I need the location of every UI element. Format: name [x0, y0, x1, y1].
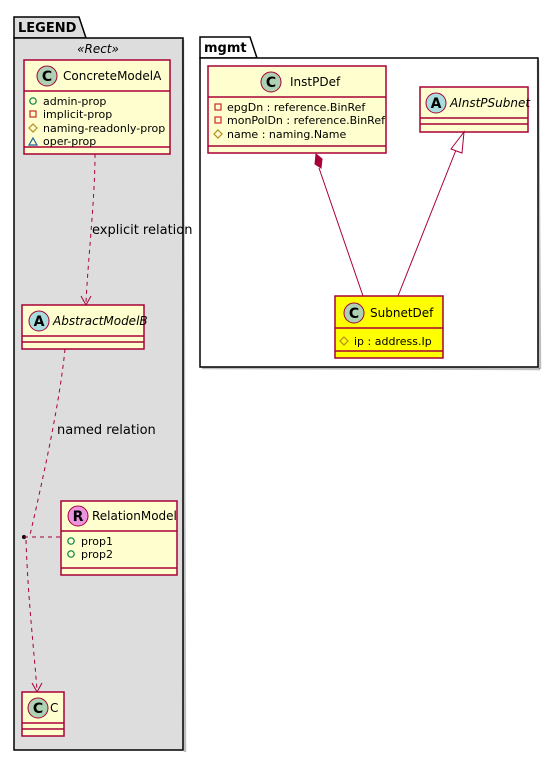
- svg-text:R: R: [73, 509, 84, 525]
- attr-implicit-prop: implicit-prop: [29, 108, 112, 121]
- svg-text:ip : address.Ip: ip : address.Ip: [354, 335, 432, 348]
- svg-text:C: C: [42, 69, 52, 85]
- abstract-badge-icon: A: [425, 92, 447, 114]
- class-name: SubnetDef: [370, 306, 434, 320]
- attr-admin-prop: admin-prop: [29, 95, 106, 108]
- class-badge-icon: C: [260, 71, 282, 93]
- class-badge-icon: C: [343, 302, 365, 324]
- attr-prop1: prop1: [67, 535, 113, 548]
- mgmt-package-title: mgmt: [204, 41, 247, 56]
- class-badge-icon: C: [36, 65, 58, 87]
- class-name: AbstractModelB: [52, 314, 148, 328]
- attr-oper-prop: oper-prop: [27, 135, 96, 148]
- attr-ip: ip : address.Ip: [339, 335, 432, 348]
- edge-generalization: [397, 130, 465, 297]
- svg-text:C: C: [349, 306, 359, 322]
- svg-text:naming-readonly-prop: naming-readonly-prop: [43, 122, 165, 135]
- legend-package-title: LEGEND: [18, 21, 77, 36]
- svg-text:C: C: [266, 75, 276, 91]
- abstract-badge-icon: A: [28, 310, 50, 332]
- class-abstract-model-b[interactable]: A AbstractModelB: [21, 304, 148, 350]
- legend-package-body: [13, 37, 184, 751]
- relation-badge-icon: R: [67, 505, 89, 527]
- edge-label-named-relation: named relation: [57, 423, 156, 438]
- class-name: AInstPSubnet: [449, 96, 531, 110]
- svg-text:admin-prop: admin-prop: [43, 95, 106, 108]
- class-instpdef[interactable]: C InstPDef epgDn : reference.BinRef monP…: [207, 65, 387, 154]
- svg-text:A: A: [431, 96, 442, 112]
- attr-name: name : naming.Name: [213, 128, 347, 141]
- svg-text:monPolDn : reference.BinRef: monPolDn : reference.BinRef: [227, 114, 386, 127]
- svg-text:A: A: [34, 314, 45, 330]
- svg-text:C: C: [33, 701, 43, 717]
- class-name: ConcreteModelA: [63, 69, 162, 83]
- edge-named-relation: named relation: [22, 348, 156, 694]
- edge-explicit-relation: explicit relation: [80, 153, 192, 307]
- edge-composition: [314, 153, 364, 297]
- class-name: InstPDef: [290, 75, 341, 89]
- svg-text:oper-prop: oper-prop: [43, 135, 96, 148]
- attr-naming-readonly-prop: naming-readonly-prop: [28, 122, 165, 135]
- attr-prop2: prop2: [67, 548, 113, 561]
- legend-package: LEGEND «Rect»: [13, 16, 187, 753]
- svg-text:prop1: prop1: [81, 535, 113, 548]
- inheritance-arrow-icon: [450, 130, 465, 154]
- class-relation-model[interactable]: R RelationModel prop1 prop2: [60, 500, 178, 576]
- class-subnetdef[interactable]: C SubnetDef ip : address.Ip: [334, 295, 444, 359]
- legend-stereotype: «Rect»: [77, 42, 119, 56]
- svg-text:name : naming.Name: name : naming.Name: [227, 128, 347, 141]
- class-concrete-model-a[interactable]: C ConcreteModelA admin-prop implicit-pro…: [23, 59, 171, 155]
- class-name: RelationModel: [92, 509, 177, 523]
- class-c[interactable]: C C: [21, 691, 65, 737]
- attr-epgdn: epgDn : reference.BinRef: [214, 101, 366, 114]
- composition-diamond-icon: [314, 153, 323, 169]
- svg-text:prop2: prop2: [81, 548, 113, 561]
- svg-text:epgDn : reference.BinRef: epgDn : reference.BinRef: [227, 101, 366, 114]
- class-badge-icon: C: [27, 697, 49, 719]
- edge-label-explicit-relation: explicit relation: [92, 223, 192, 238]
- attr-monpoldn: monPolDn : reference.BinRef: [214, 114, 386, 127]
- class-ainstpsubnet[interactable]: A AInstPSubnet: [419, 86, 531, 133]
- svg-text:implicit-prop: implicit-prop: [43, 108, 112, 121]
- class-name: C: [50, 701, 58, 715]
